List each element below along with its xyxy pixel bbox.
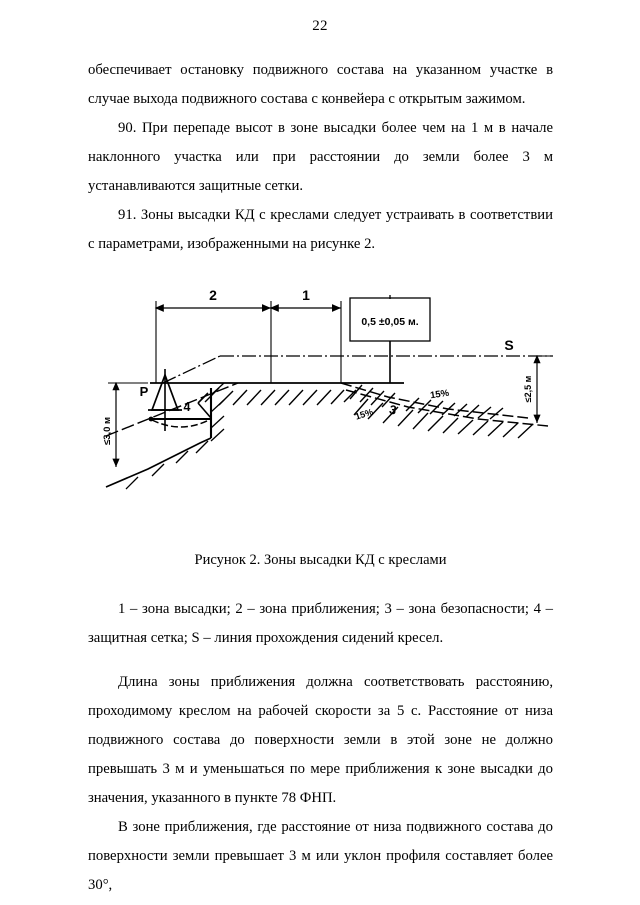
paragraph-90: 90. При перепаде высот в зоне высадки бо… [88,120,553,194]
figure-legend: 1 – зона высадки; 2 – зона приближения; … [88,601,553,646]
paragraph-91: 91. Зоны высадки КД с креслами следует у… [88,207,553,252]
label-dim-height-left: ≤3,0 м [102,417,113,445]
safety-zone-hatching-upper [349,384,504,420]
label-net-4: 4 [184,400,191,414]
cliff-lower-slope [105,437,212,488]
safety-zone-upper-boundary [340,382,529,419]
paragraph-1: обеспечивает остановку подвижного состав… [88,62,553,107]
hatch-edge-left [197,392,209,404]
label-pylon-p: P [140,384,149,399]
label-seat-line-s: S [504,337,513,353]
ground-hatching-middle [204,387,357,406]
label-slope-lower: 15% [354,407,374,422]
paragraph-4: Длина зоны приближения должна соответств… [88,673,553,806]
label-dim-height-right: ≤2,5 м [523,375,533,402]
callout-box-clearance [349,297,431,342]
page-content: обеспечивает остановку подвижного состав… [88,56,553,900]
label-zone-3: 3 [388,403,398,418]
seat-path-incline [162,355,221,384]
label-zone-2: 2 [209,287,217,303]
paragraph-5: В зоне приближения, где расстояние от ни… [88,818,553,893]
safety-net-anchor [148,416,154,422]
safety-zone-hatching-lower [353,398,534,439]
cliff-hatching [125,382,225,490]
hatch-edge-corner [197,402,212,419]
page-number: 22 [312,18,328,34]
figure-2-diagram: 2 1 0,5 ±0,05 м. S P 4 3 15% 15% ≤3,0 м … [88,271,553,546]
figure-caption: Рисунок 2. Зоны высадки КД с креслами [194,552,447,568]
label-zone-1: 1 [302,287,310,303]
terrain-left-slope [105,382,239,437]
safety-net-curve [151,419,210,428]
label-callout-clearance: 0,5 ±0,05 м. [361,316,418,328]
label-slope-upper: 15% [429,388,450,402]
